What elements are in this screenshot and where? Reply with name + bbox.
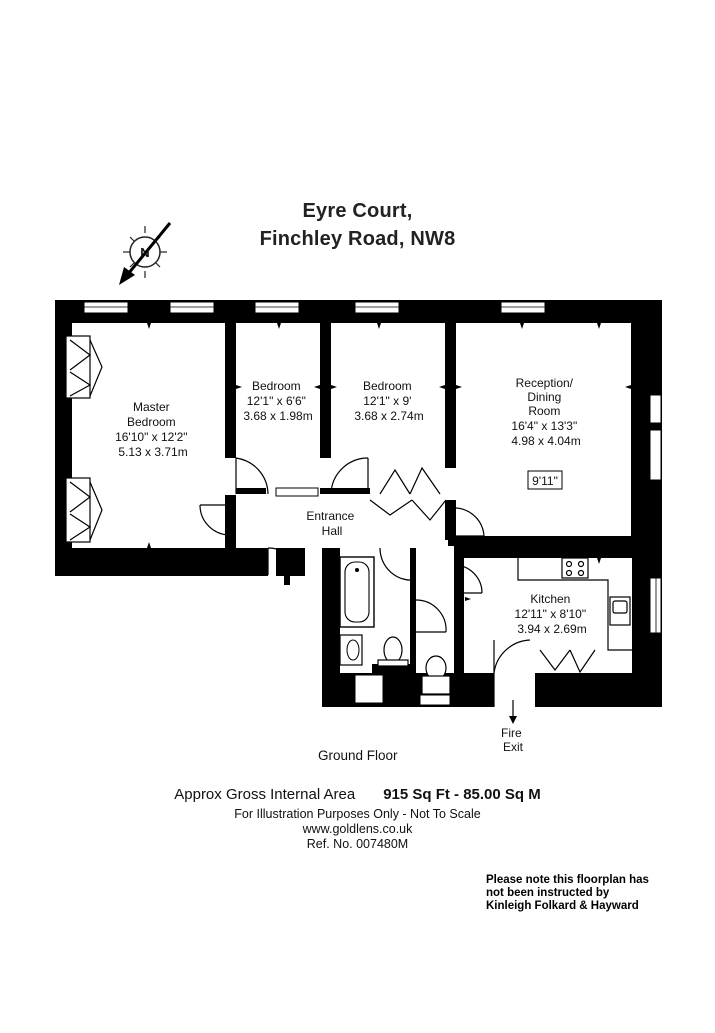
area-label: Approx Gross Internal Area xyxy=(174,786,356,803)
area-summary: Approx Gross Internal Area 915 Sq Ft - 85… xyxy=(0,786,715,803)
bath-icon xyxy=(339,556,375,628)
basin-icon xyxy=(339,634,363,666)
disclaimer-line-3: Kinleigh Folkard & Hayward xyxy=(486,900,639,912)
toilet-icon xyxy=(377,636,451,695)
doors xyxy=(199,457,596,707)
room-label-bedroom-3: Bedroom 12'1" x 9' 3.68 x 2.74m xyxy=(354,379,423,423)
reference-note: Ref. No. 007480M xyxy=(306,837,409,851)
room-label-bedroom-2: Bedroom 12'1" x 6'6" 3.68 x 1.98m xyxy=(243,379,312,423)
kitchen-units xyxy=(517,556,632,651)
room-label-fire-exit: Fire Exit xyxy=(501,726,525,754)
room-label-entrance-hall: Entrance Hall xyxy=(306,509,357,538)
wall-marker-arrows xyxy=(147,323,631,601)
compass-icon: N xyxy=(119,222,172,285)
area-value: 915 Sq Ft - 85.00 Sq M xyxy=(383,786,541,803)
radiator xyxy=(275,487,319,497)
disclaimer-line-2: not been instructed by xyxy=(486,887,610,899)
reception-note: 9'11" xyxy=(532,474,558,488)
floor-label: Ground Floor xyxy=(318,748,398,763)
room-label-kitchen: Kitchen 12'11" x 8'10" 3.94 x 2.69m xyxy=(515,592,590,636)
reception-note-box: 9'11" xyxy=(527,470,563,490)
website-note: www.goldlens.co.uk xyxy=(302,822,413,836)
wardrobes xyxy=(65,335,103,543)
interior-walls xyxy=(225,323,456,673)
illustration-note: For Illustration Purposes Only - Not To … xyxy=(234,807,481,821)
entrance-arrow-icon xyxy=(279,566,295,585)
room-label-reception: Reception/ Dining Room 16'4" x 13'3" 4.9… xyxy=(511,376,580,448)
room-label-master-bedroom: Master Bedroom 16'10" x 12'2" 5.13 x 3.7… xyxy=(115,400,191,459)
disclaimer-line-1: Please note this floorplan has xyxy=(486,874,649,886)
disclaimer: Please note this floorplan has not been … xyxy=(486,874,686,913)
fire-exit-arrow-icon xyxy=(509,700,517,724)
title-line-2: Finchley Road, NW8 xyxy=(259,228,456,250)
compass-letter: N xyxy=(140,245,149,260)
windows xyxy=(83,301,662,706)
title-line-1: Eyre Court, xyxy=(302,200,413,222)
